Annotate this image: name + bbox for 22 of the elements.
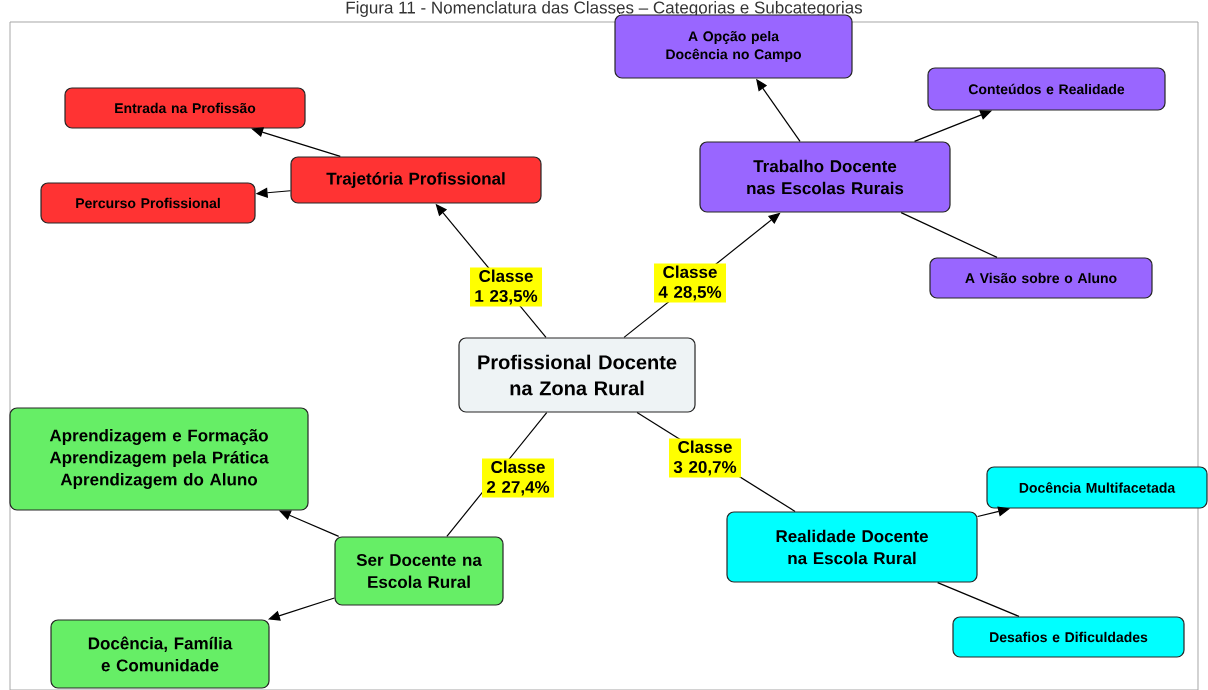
edge-label: Classe 2 27,4%: [482, 458, 554, 498]
category-box: Ser Docente na Escola Rural: [334, 536, 504, 606]
category-box: Trabalho Docente nas Escolas Rurais: [699, 141, 951, 213]
edge-label: Classe 1 23,5%: [470, 267, 542, 307]
subcategory-box: Aprendizagem e Formação Aprendizagem pela Prática Aprendizagem do Aluno: [9, 407, 309, 511]
edge-label: Classe 4 28,5%: [654, 263, 726, 303]
subcategory-box: Percurso Profissional: [40, 182, 256, 224]
subcategory-box: Entrada na Profissão: [64, 87, 306, 129]
subcategory-box: Docência Multifacetada: [986, 466, 1208, 509]
central-box: Profissional Docente na Zona Rural: [458, 337, 696, 413]
category-box: Trajetória Profissional: [290, 156, 542, 204]
category-box: Realidade Docente na Escola Rural: [726, 511, 978, 583]
subcategory-box: A Visão sobre o Aluno: [929, 257, 1153, 299]
subcategory-box: Conteúdos e Realidade: [927, 67, 1166, 111]
subcategory-box: Desafios e Dificuldades: [952, 616, 1185, 658]
subcategory-box: A Opção pela Docência no Campo: [614, 14, 853, 79]
edge-label: Classe 3 20,7%: [669, 438, 741, 478]
connector-line: [900, 212, 998, 258]
figure-title: Figura 11 - Nomenclatura das Classes – Categorias e Subcategorias: [346, 1, 863, 17]
arrow: [251, 127, 341, 157]
connector-line: [937, 582, 1020, 617]
subcategory-box: Docência, Família e Comunidade: [50, 619, 270, 689]
